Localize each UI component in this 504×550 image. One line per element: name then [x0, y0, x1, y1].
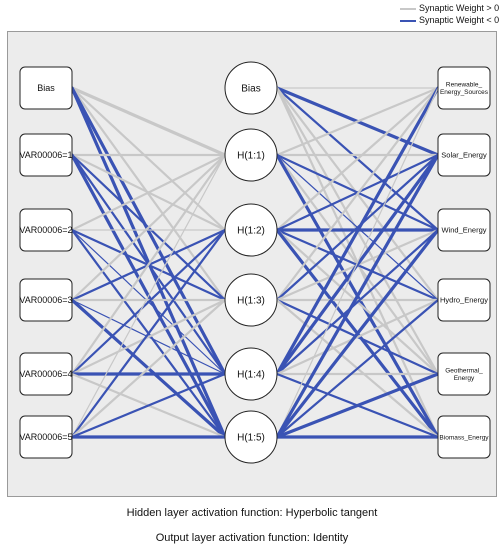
input-node-in-4: VAR00006=4: [19, 352, 73, 396]
input-node-label: VAR00006=5: [19, 432, 72, 442]
edge-h-4-to-o-1: [275, 86, 440, 376]
hidden-node-circle: [224, 128, 278, 182]
input-node-box: [19, 208, 73, 252]
hidden-node-label: H(1:2): [237, 226, 265, 237]
input-node-label: VAR00006=1: [19, 150, 72, 160]
hidden-node-label: H(1:4): [237, 370, 265, 381]
edge-h-5-to-o-2: [275, 153, 440, 439]
hidden-node-circle: [224, 273, 278, 327]
edge-h-4-to-o-3: [275, 228, 440, 376]
hidden-node-circle: [224, 203, 278, 257]
edge-in-bias-to-h-1: [70, 86, 227, 157]
edge-h-4-to-o-4: [275, 298, 440, 376]
hidden-node-h-5: H(1:5): [224, 410, 278, 464]
edge-h-5-to-o-1: [276, 87, 439, 438]
hidden-node-h-bias: Bias: [224, 61, 278, 115]
hidden-node-label: H(1:3): [237, 296, 265, 307]
input-node-in-3: VAR00006=3: [19, 278, 73, 322]
input-node-in-2: VAR00006=2: [19, 208, 73, 252]
edge-in-5-to-h-4: [70, 372, 227, 439]
output-node-box: [437, 208, 491, 252]
legend-entry-negative: Synaptic Weight < 0: [400, 14, 500, 26]
output-node-box: [437, 133, 491, 177]
network-nodes: BiasVAR00006=1VAR00006=2VAR00006=3VAR000…: [19, 61, 491, 464]
input-node-label: VAR00006=4: [19, 369, 72, 379]
output-node-o-4: Hydro_Energy: [437, 278, 491, 322]
hidden-node-circle: [224, 61, 278, 115]
legend-entry-positive: Synaptic Weight > 0: [400, 2, 500, 14]
hidden-node-label: H(1:1): [237, 151, 265, 162]
legend-positive-label: Synaptic Weight > 0: [419, 3, 500, 13]
output-node-box: [437, 66, 491, 110]
output-node-o-3: Wind_Energy: [437, 208, 491, 252]
edge-in-5-to-h-3: [70, 298, 227, 439]
hidden-node-h-1: H(1:1): [224, 128, 278, 182]
legend-negative-label: Synaptic Weight < 0: [419, 15, 500, 25]
edge-in-bias-to-h-5: [70, 86, 227, 439]
output-node-o-5: Geothermal_Energy: [437, 352, 491, 396]
output-node-o-1: Renewable_Energy_Sources: [437, 66, 491, 110]
output-node-box: [437, 278, 491, 322]
hidden-node-label: H(1:5): [237, 433, 265, 444]
hidden-node-circle: [224, 410, 278, 464]
edge-h-5-to-o-3: [275, 228, 440, 439]
edge-in-4-to-h-3: [70, 298, 227, 376]
edge-h-1-to-o-1: [275, 86, 440, 157]
input-node-box: [19, 352, 73, 396]
network-diagram: BiasVAR00006=1VAR00006=2VAR00006=3VAR000…: [19, 61, 491, 464]
output-node-box: [437, 352, 491, 396]
input-node-box: [19, 66, 73, 110]
hidden-node-label: Bias: [241, 84, 260, 95]
input-node-in-1: VAR00006=1: [19, 133, 73, 177]
edge-h-3-to-o-1: [275, 86, 440, 302]
connection-lines: [70, 86, 440, 439]
output-node-label: Renewable_Energy_Sources: [440, 82, 489, 97]
input-node-box: [19, 415, 73, 459]
input-node-label: VAR00006=3: [19, 295, 72, 305]
output-node-o-6: Biomass_Energy: [437, 415, 491, 459]
edge-in-3-to-h-1: [70, 153, 227, 302]
edge-in-bias-to-h-2: [70, 86, 227, 232]
hidden-node-h-3: H(1:3): [224, 273, 278, 327]
edge-in-4-to-h-1: [70, 153, 227, 376]
input-node-box: [19, 133, 73, 177]
edge-in-bias-to-h-4: [70, 86, 227, 376]
hidden-node-h-2: H(1:2): [224, 203, 278, 257]
input-node-in-bias: Bias: [19, 66, 73, 110]
output-node-box: [437, 415, 491, 459]
hidden-activation-note: Hidden layer activation function: Hyperb…: [126, 507, 378, 519]
edge-h-2-to-o-1: [275, 86, 440, 232]
edge-h-5-to-o-5: [275, 372, 440, 439]
edge-h-3-to-o-2: [275, 153, 440, 302]
output-node-label: Hydro_Energy: [440, 296, 488, 305]
hidden-node-h-4: H(1:4): [224, 347, 278, 401]
input-node-label: VAR00006=2: [19, 225, 72, 235]
edge-h-4-to-o-2: [275, 153, 440, 376]
legend-positive-line: [400, 8, 416, 10]
edge-in-4-to-h-2: [70, 228, 227, 376]
input-node-label: Bias: [37, 83, 55, 93]
input-node-in-5: VAR00006=5: [19, 415, 73, 459]
output-node-label: Biomass_Energy: [439, 434, 489, 441]
output-activation-note: Output layer activation function: Identi…: [155, 532, 349, 544]
output-node-label: Geothermal_Energy: [445, 368, 483, 383]
edge-in-5-to-h-2: [70, 228, 227, 439]
output-node-label: Wind_Energy: [441, 226, 486, 235]
edge-h-5-to-o-4: [275, 298, 440, 439]
legend-negative-line: [400, 20, 416, 22]
output-node-label: Solar_Energy: [441, 151, 487, 160]
output-node-o-2: Solar_Energy: [437, 133, 491, 177]
edge-in-2-to-h-1: [70, 153, 227, 232]
hidden-node-circle: [224, 347, 278, 401]
input-node-box: [19, 278, 73, 322]
legend: Synaptic Weight > 0 Synaptic Weight < 0: [400, 2, 500, 26]
edge-in-5-to-h-1: [71, 154, 226, 438]
